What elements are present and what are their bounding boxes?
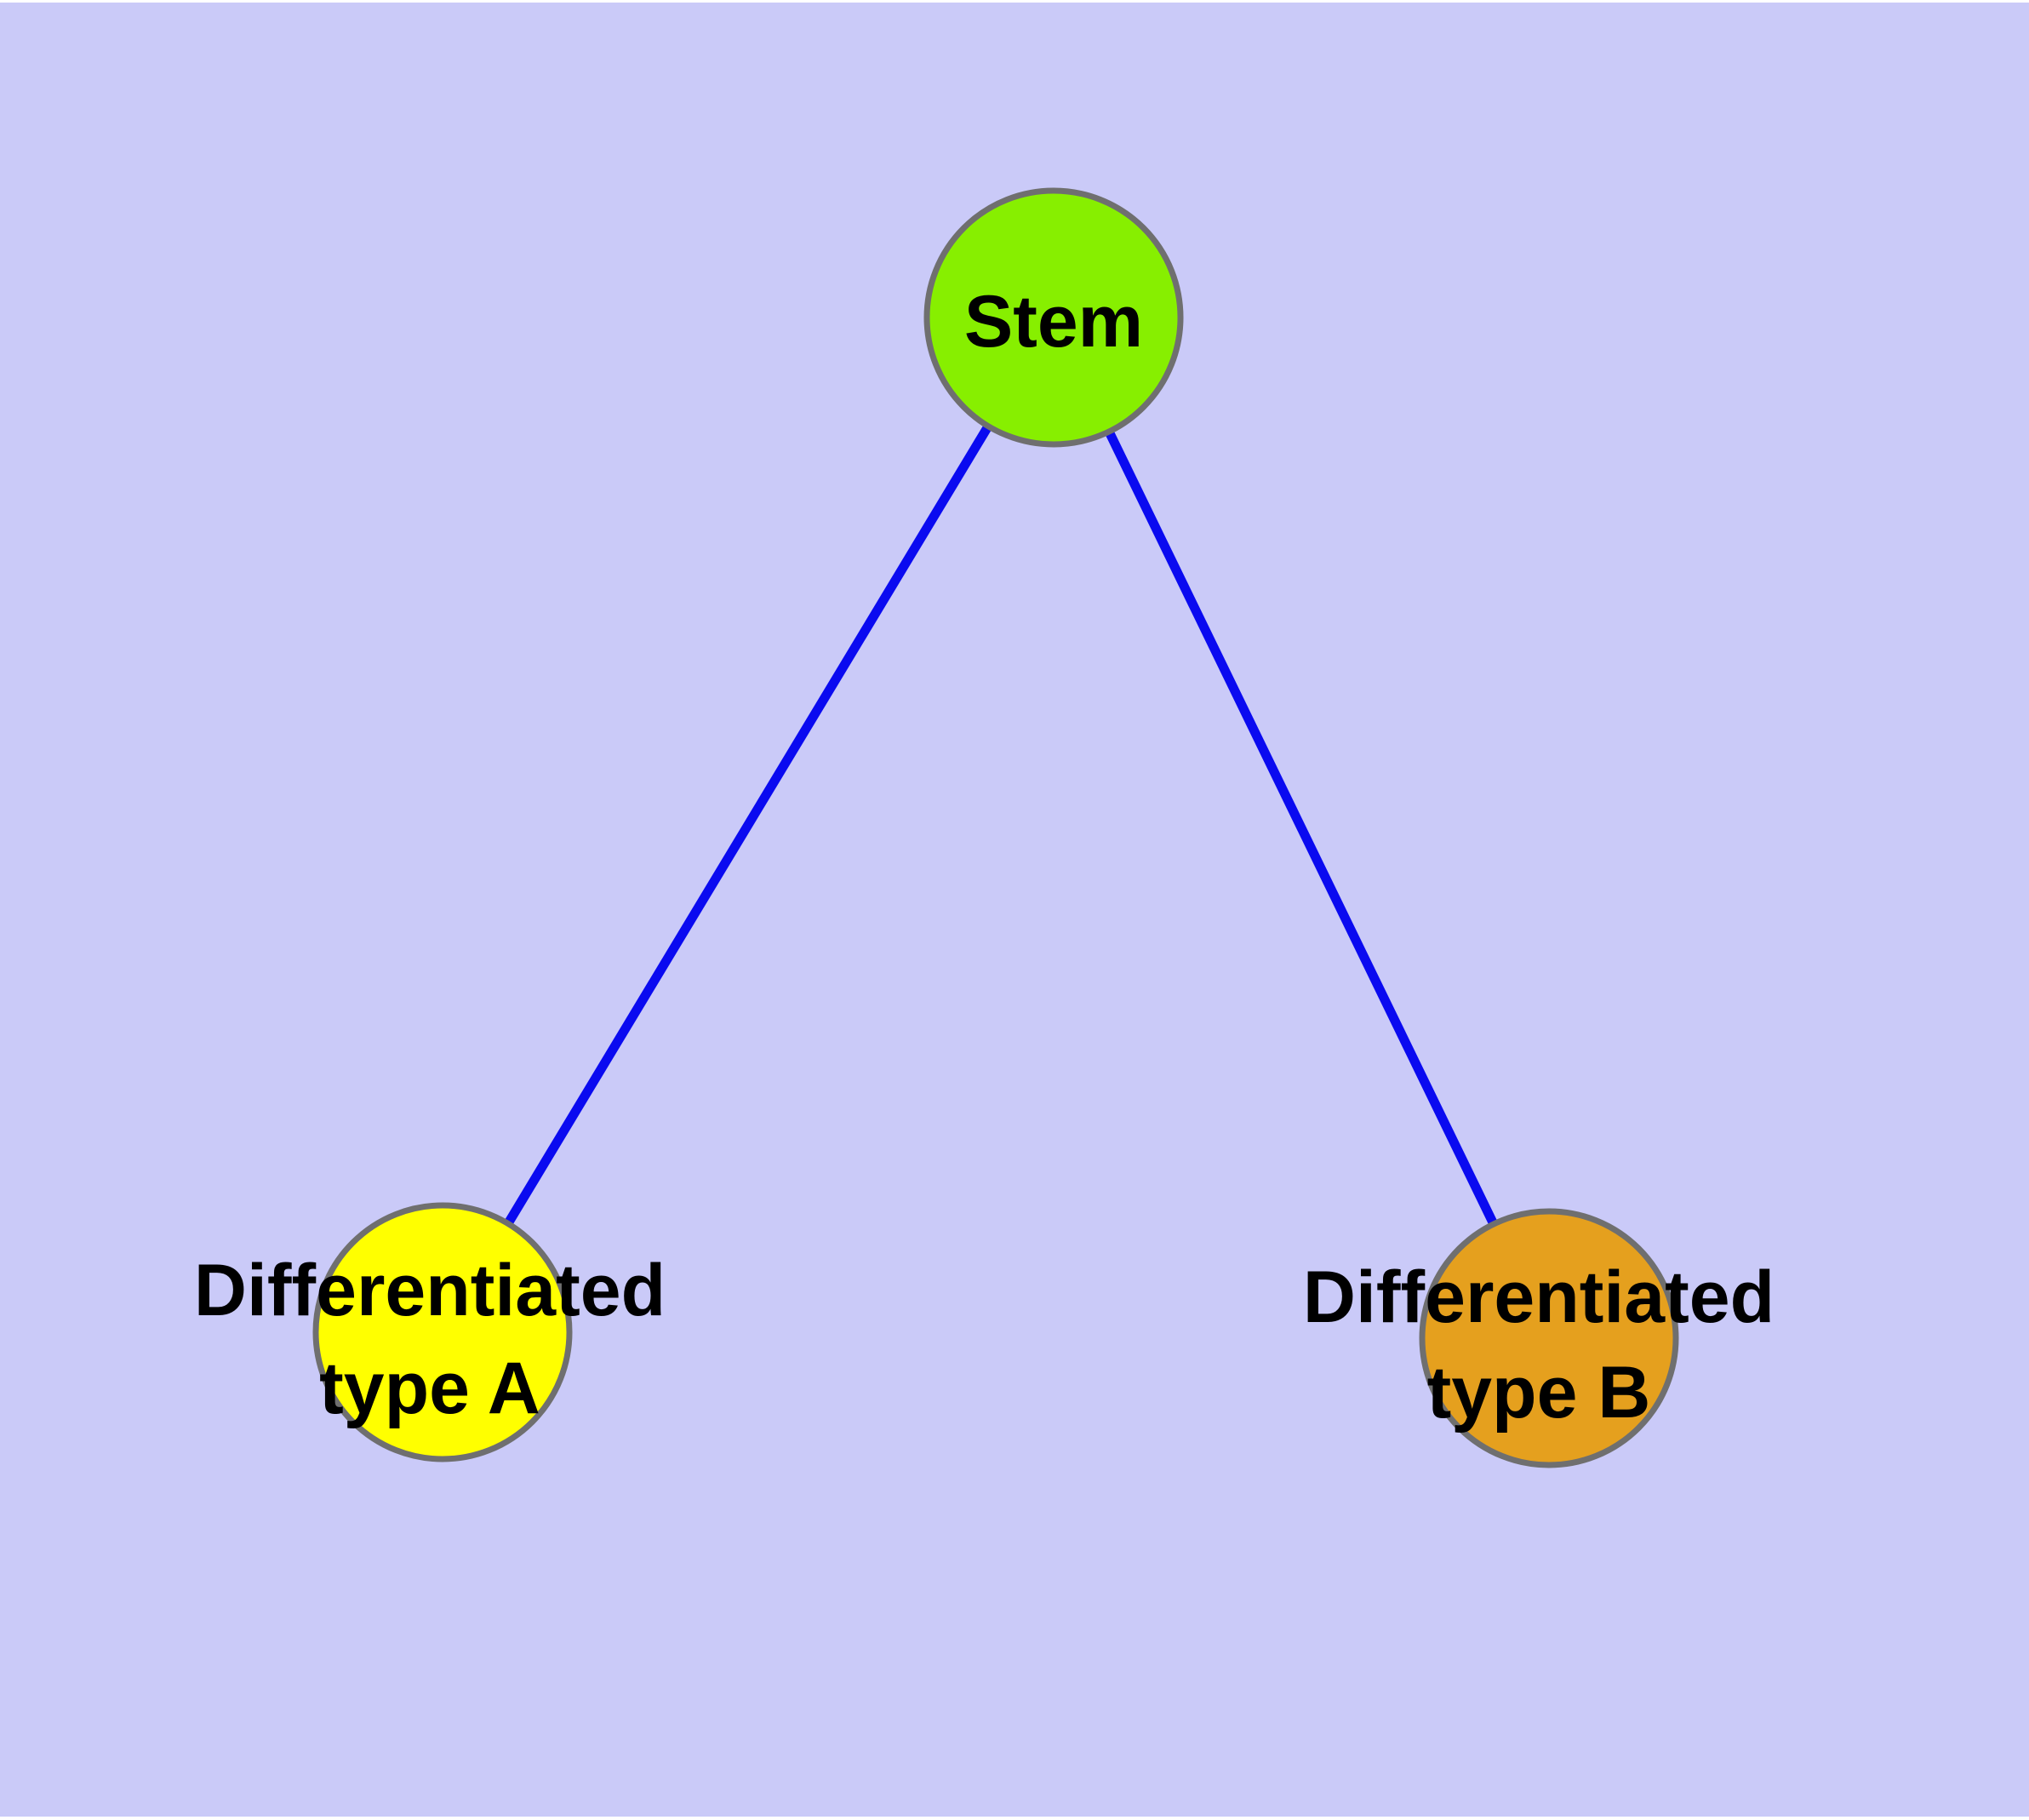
edge-stem-to-type-a [438,315,1058,1335]
node-type-b-label-line1: Differentiated [1303,1256,1775,1338]
node-differentiated-type-b [1419,1208,1679,1468]
node-stem-label: Stem [964,281,1143,363]
node-type-b-label-line2: type B [1427,1352,1651,1434]
node-stem [923,187,1184,448]
node-type-a-label-line2: type A [319,1348,540,1429]
node-type-a-label-line1: Differentiated [194,1250,666,1331]
edge-stem-to-type-b [1049,315,1553,1341]
node-differentiated-type-a [312,1202,573,1462]
